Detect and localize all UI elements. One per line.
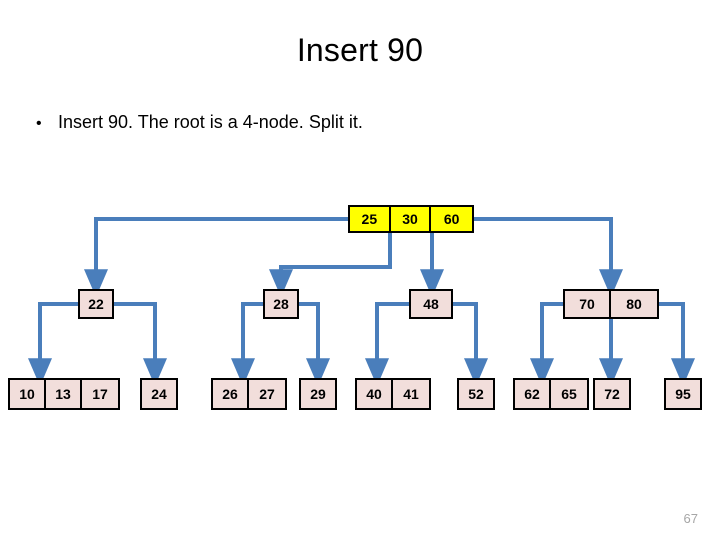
- edge-root-to-70-80: [474, 217, 623, 298]
- leaf-24-key-0: 24: [151, 386, 167, 402]
- node-70-80: 70 80: [563, 289, 659, 319]
- leaf-72: 72: [593, 378, 631, 410]
- leaf-40-41: 40 41: [355, 378, 431, 410]
- edge-22-to-leaf1: [28, 302, 78, 387]
- leaf-26-27-key-1: 27: [259, 386, 275, 402]
- edge-28-to-leaf2: [299, 302, 330, 387]
- leaf-72-key-0: 72: [604, 386, 620, 402]
- leaf-10-13-17-key-1: 13: [46, 380, 83, 408]
- node-70-80-key-0: 70: [565, 291, 612, 317]
- page-number: 67: [683, 511, 698, 526]
- node-28: 28: [263, 289, 299, 319]
- bullet-marker-icon: •: [36, 115, 42, 132]
- leaf-26-27: 26 27: [211, 378, 287, 410]
- node-22: 22: [78, 289, 114, 319]
- leaf-24: 24: [140, 378, 178, 410]
- node-48: 48: [409, 289, 453, 319]
- leaf-10-13-17-key-2: 17: [92, 386, 108, 402]
- node-48-key-0: 48: [423, 296, 439, 312]
- leaf-29: 29: [299, 378, 337, 410]
- edge-70-to-leaf1: [530, 302, 563, 387]
- leaf-62-65-key-0: 62: [515, 380, 552, 408]
- node-70-80-key-1: 80: [626, 296, 642, 312]
- root-key-1: 30: [391, 207, 432, 231]
- leaf-62-65: 62 65: [513, 378, 589, 410]
- leaf-52: 52: [457, 378, 495, 410]
- leaf-40-41-key-1: 41: [403, 386, 419, 402]
- edge-48-to-leaf2: [453, 302, 488, 387]
- leaf-95-key-0: 95: [675, 386, 691, 402]
- edge-48-to-leaf1: [365, 302, 409, 387]
- leaf-62-65-key-1: 65: [561, 386, 577, 402]
- edge-80-to-leaf3: [659, 302, 695, 387]
- leaf-10-13-17-key-0: 10: [10, 380, 47, 408]
- node-22-key-0: 22: [88, 296, 104, 312]
- edge-22-to-leaf2: [114, 302, 167, 387]
- leaf-26-27-key-0: 26: [213, 380, 250, 408]
- root-key-2: 60: [443, 211, 460, 227]
- page-title: Insert 90: [296, 32, 424, 68]
- leaf-40-41-key-0: 40: [357, 380, 394, 408]
- bullet-item: • Insert 90. The root is a 4-node. Split…: [36, 112, 363, 133]
- root-key-0: 25: [350, 207, 391, 231]
- edge-28-to-leaf1: [231, 302, 263, 387]
- leaf-29-key-0: 29: [310, 386, 326, 402]
- bullet-text: Insert 90. The root is a 4-node. Split i…: [58, 112, 363, 132]
- leaf-52-key-0: 52: [468, 386, 484, 402]
- leaf-95: 95: [664, 378, 702, 410]
- node-28-key-0: 28: [273, 296, 289, 312]
- edge-root-to-28: [269, 233, 392, 298]
- edge-root-to-22: [84, 217, 348, 298]
